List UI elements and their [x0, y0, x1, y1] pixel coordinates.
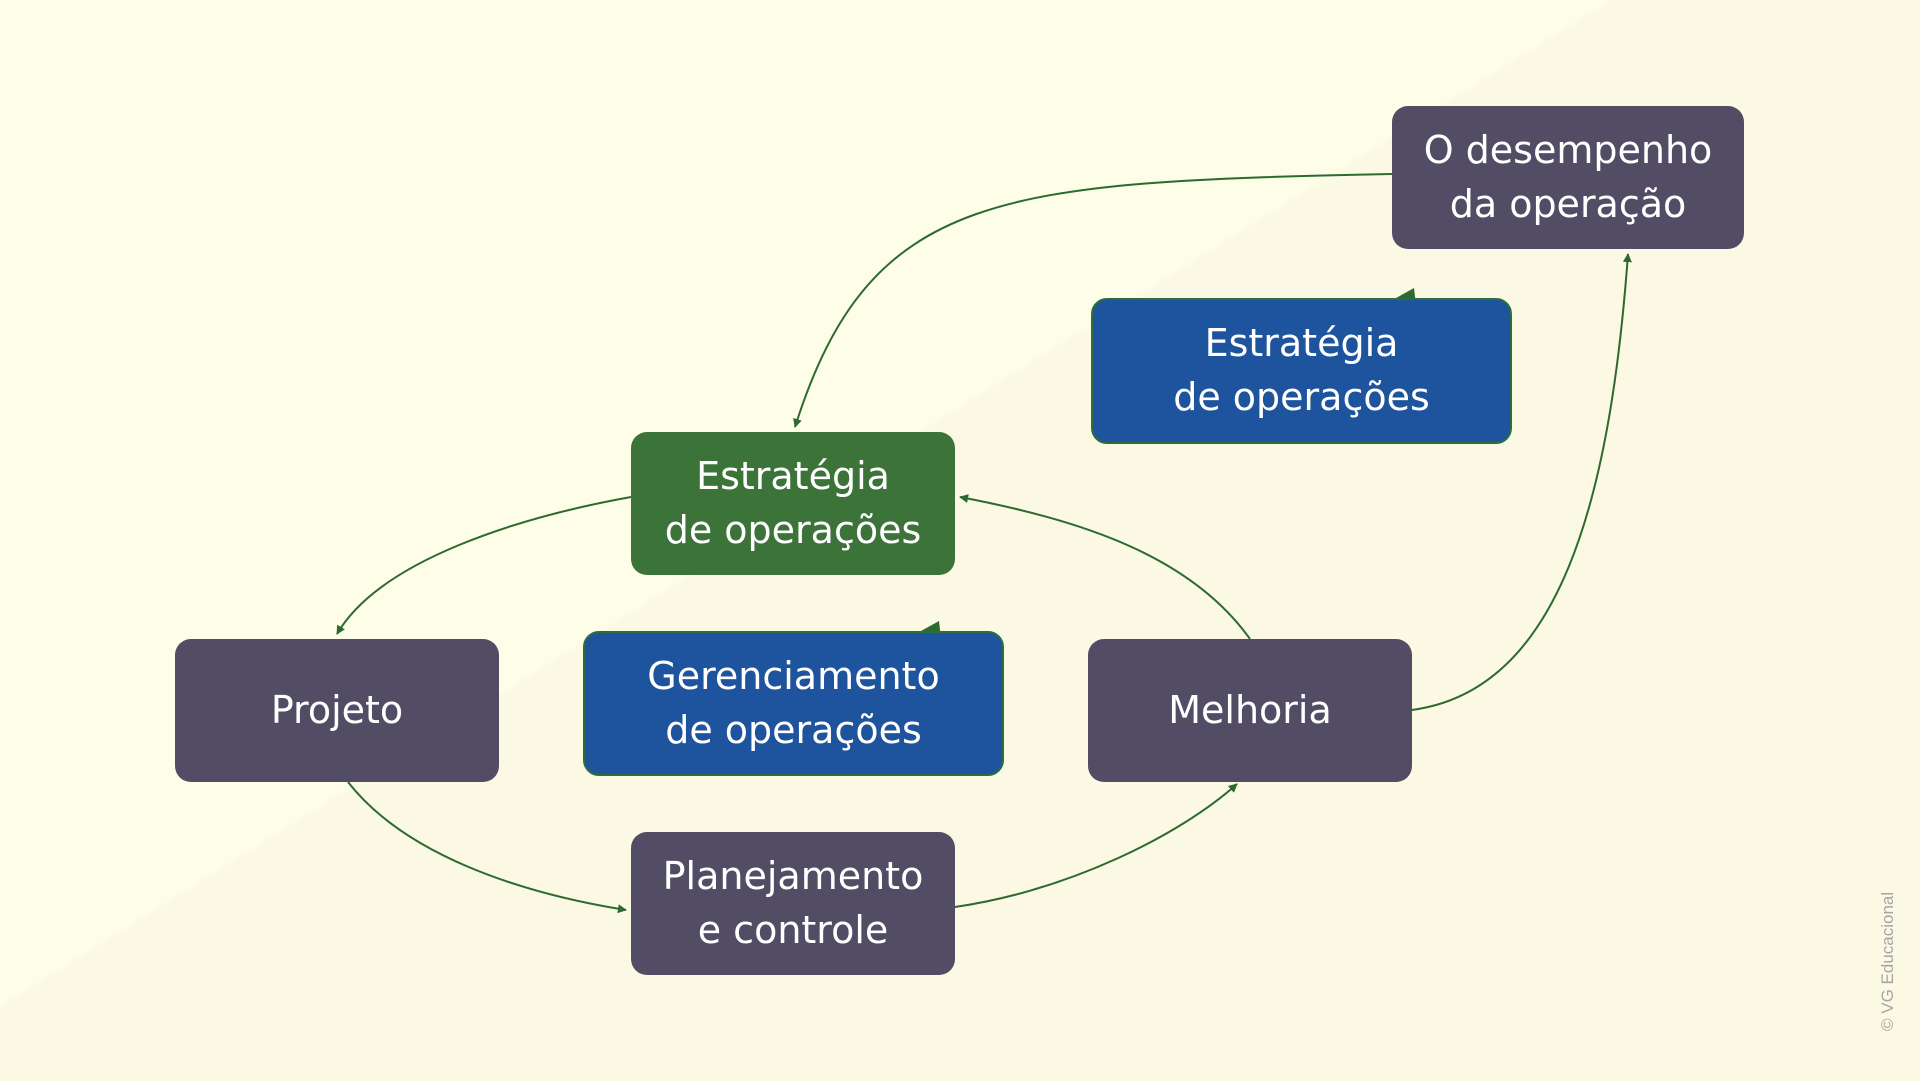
- arrow-desempenho-to-estrategia: [793, 173, 1393, 428]
- image-credit: © VG Educacional: [1878, 891, 1897, 1031]
- node-melhoria: Melhoria: [1088, 639, 1412, 782]
- arrow-projeto-to-planejamento: [347, 781, 627, 914]
- arrow-melhoria-to-desempenho: [1411, 253, 1632, 711]
- node-estrategia-de-operacoes-blue: Estratégia de operações: [1091, 298, 1512, 444]
- node-planej-line2: e controle: [697, 907, 889, 952]
- node-estrat-blue-line1: Estratégia: [1204, 321, 1399, 366]
- node-estrategia-de-operacoes: Estratégia de operações: [631, 432, 955, 575]
- node-gerenciamento-de-operacoes: Gerenciamento de operações: [583, 631, 1004, 776]
- node-estrat-green-line1: Estratégia: [696, 453, 890, 498]
- node-desempenho-line1: O desempenho: [1423, 127, 1713, 172]
- node-desempenho-line2: da operação: [1449, 181, 1687, 226]
- node-planejamento-e-controle: Planejamento e controle: [631, 832, 955, 975]
- arrow-planejamento-to-melhoria: [954, 783, 1238, 908]
- node-gerenc-line2: de operações: [665, 707, 922, 752]
- node-estrat-blue-line2: de operações: [1173, 375, 1430, 419]
- node-desempenho-da-operacao: O desempenho da operação: [1392, 106, 1744, 249]
- node-estrat-green-line2: de operações: [664, 507, 922, 552]
- node-projeto-label: Projeto: [270, 687, 404, 732]
- node-planej-line1: Planejamento: [662, 853, 924, 898]
- node-projeto: Projeto: [175, 639, 499, 782]
- arrow-melhoria-to-estrategia: [959, 494, 1251, 640]
- node-gerenc-line1: Gerenciamento: [647, 653, 940, 698]
- node-melhoria-label: Melhoria: [1168, 687, 1332, 732]
- arrow-estrategia-to-projeto: [336, 496, 632, 635]
